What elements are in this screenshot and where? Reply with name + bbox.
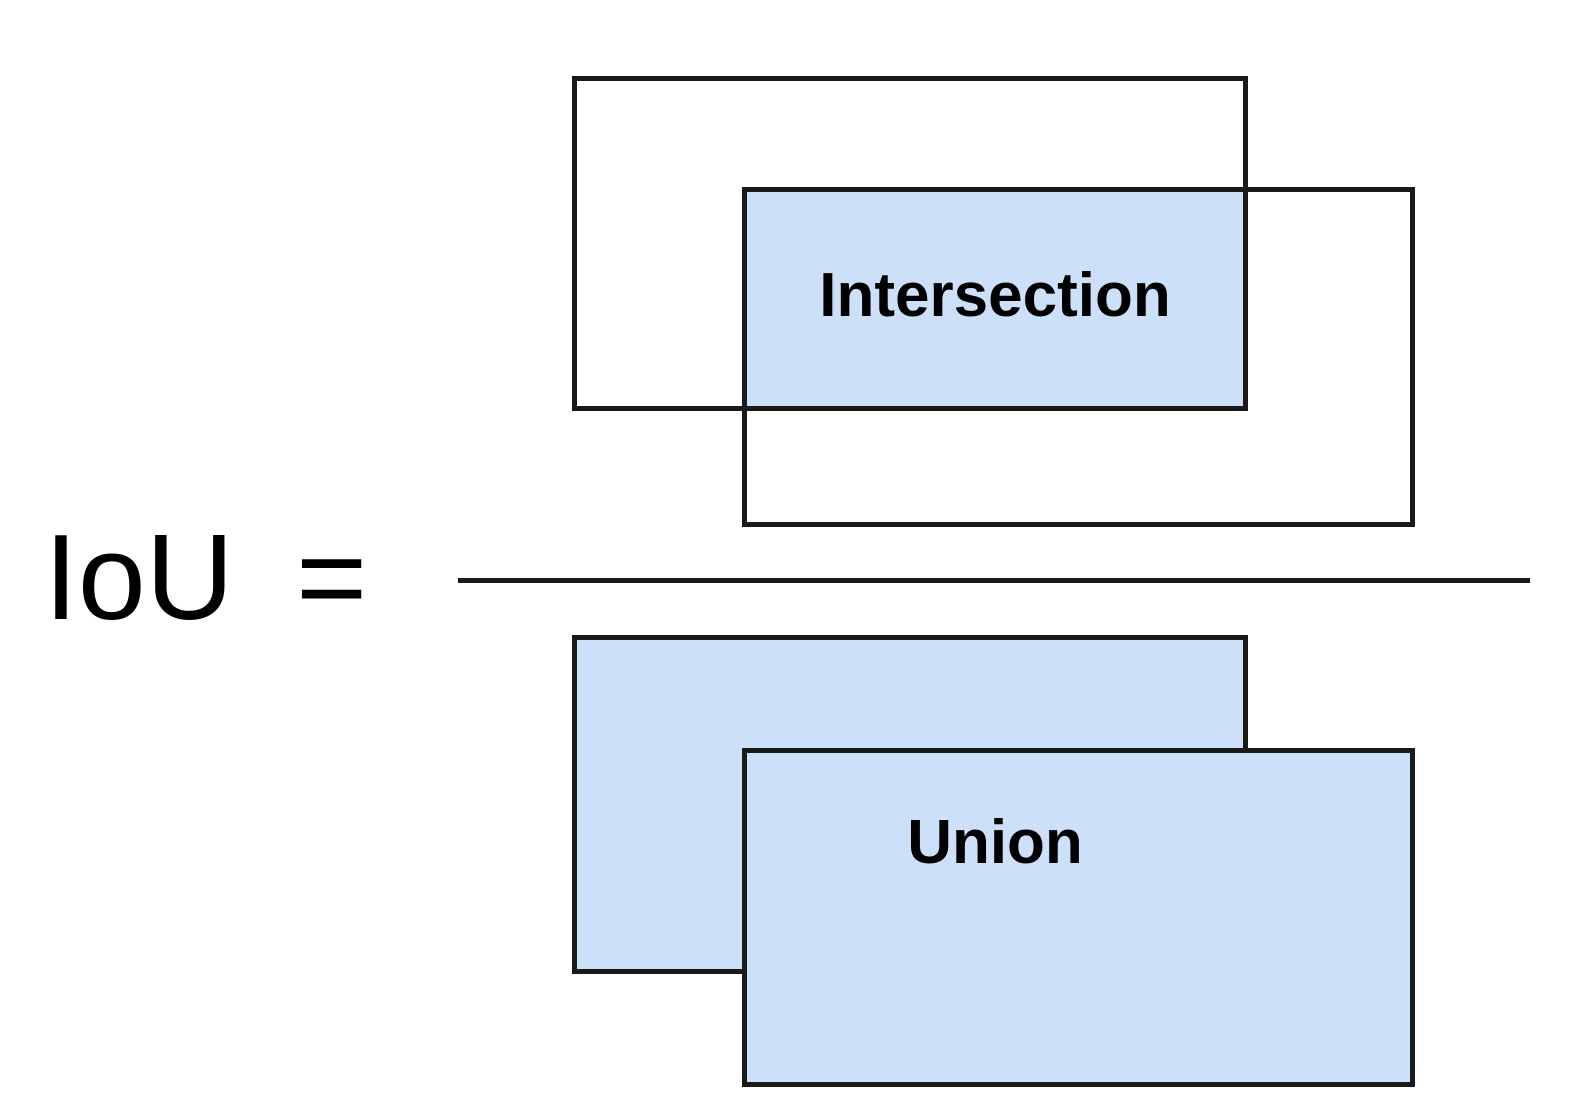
- union-box-b: [742, 748, 1415, 1087]
- intersection-label: Intersection: [819, 261, 1171, 330]
- intersection-box-a: [572, 76, 1248, 411]
- equals-sign: =: [296, 509, 368, 645]
- intersection-diagram: Intersection: [572, 76, 1415, 527]
- fraction-bar: [458, 578, 1530, 583]
- iou-metric-label: IoU: [44, 509, 234, 645]
- intersection-shaded-area: [745, 190, 1245, 408]
- union-label: Union: [907, 808, 1083, 877]
- intersection-box-b: [742, 187, 1415, 527]
